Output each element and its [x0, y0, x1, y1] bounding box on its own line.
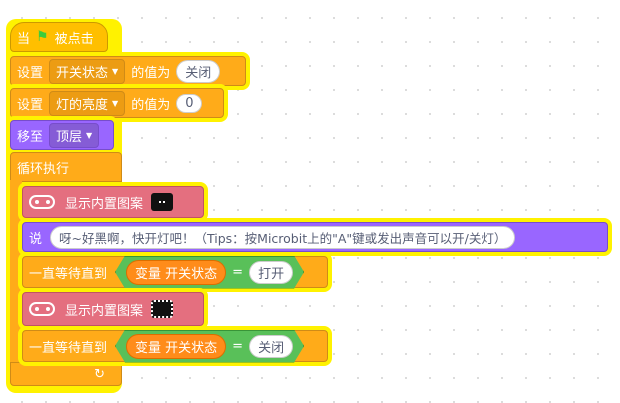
- microbit-icon: [29, 195, 55, 209]
- chevron-down-icon: ▼: [86, 130, 93, 140]
- compare-value[interactable]: 关闭: [249, 335, 293, 358]
- show-pattern-label: 显示内置图案: [65, 303, 144, 319]
- equals-operator[interactable]: 变量 开关状态 = 关闭: [115, 330, 304, 363]
- show-pattern-block-1[interactable]: 显示内置图案: [22, 186, 204, 218]
- microbit-icon: [29, 302, 55, 316]
- compare-value[interactable]: 打开: [249, 261, 293, 284]
- forever-label: 循环执行: [17, 161, 70, 177]
- say-text-input[interactable]: 呀~好黑啊，快开灯吧！（Tips：按Microbit上的"A"键或发出声音可以开…: [50, 225, 516, 249]
- say-label: 说: [29, 231, 43, 247]
- clicked-label: 被点击: [54, 31, 94, 47]
- layer-dropdown[interactable]: 顶层▼: [49, 122, 100, 148]
- wait-label: 一直等待直到: [29, 266, 108, 282]
- green-flag-icon: ⚑: [36, 29, 49, 45]
- equals-operator[interactable]: 变量 开关状态 = 打开: [115, 256, 304, 289]
- set-variable-block-2[interactable]: 设置 灯的亮度▼ 的值为 0: [10, 88, 224, 118]
- value-label: 的值为: [131, 65, 171, 81]
- value-input[interactable]: 0: [176, 93, 203, 113]
- set-label: 设置: [17, 97, 44, 113]
- variable-dropdown[interactable]: 灯的亮度▼: [49, 90, 126, 116]
- variable-reporter[interactable]: 变量 开关状态: [126, 260, 226, 285]
- variable-dropdown[interactable]: 开关状态▼: [49, 58, 126, 84]
- goto-label: 移至: [17, 129, 44, 145]
- set-label: 设置: [17, 65, 44, 81]
- led-pattern-picker[interactable]: [151, 300, 174, 318]
- when-flag-clicked-block[interactable]: 当 ⚑ 被点击: [10, 22, 108, 52]
- forever-footer: ↻: [10, 362, 122, 386]
- when-label: 当: [17, 31, 31, 47]
- equals-sign: =: [232, 264, 244, 280]
- forever-block[interactable]: 循环执行: [10, 152, 122, 182]
- chevron-down-icon: ▼: [112, 66, 119, 76]
- led-pattern-picker[interactable]: [151, 193, 174, 211]
- show-pattern-label: 显示内置图案: [65, 196, 144, 212]
- loop-arrow-icon: ↻: [94, 366, 105, 382]
- chevron-down-icon: ▼: [112, 98, 119, 108]
- wait-label: 一直等待直到: [29, 340, 108, 356]
- forever-arm: [10, 180, 22, 366]
- equals-sign: =: [232, 338, 244, 354]
- variable-reporter[interactable]: 变量 开关状态: [126, 334, 226, 359]
- value-input[interactable]: 关闭: [176, 59, 221, 83]
- say-block[interactable]: 说 呀~好黑啊，快开灯吧！（Tips：按Microbit上的"A"键或发出声音可…: [22, 222, 608, 252]
- value-label: 的值为: [131, 97, 171, 113]
- show-pattern-block-2[interactable]: 显示内置图案: [22, 292, 204, 326]
- wait-until-block-2[interactable]: 一直等待直到 变量 开关状态 = 关闭: [22, 330, 328, 362]
- wait-until-block-1[interactable]: 一直等待直到 变量 开关状态 = 打开: [22, 256, 328, 288]
- go-to-layer-block[interactable]: 移至 顶层▼: [10, 120, 114, 150]
- set-variable-block-1[interactable]: 设置 开关状态▼ 的值为 关闭: [10, 56, 246, 86]
